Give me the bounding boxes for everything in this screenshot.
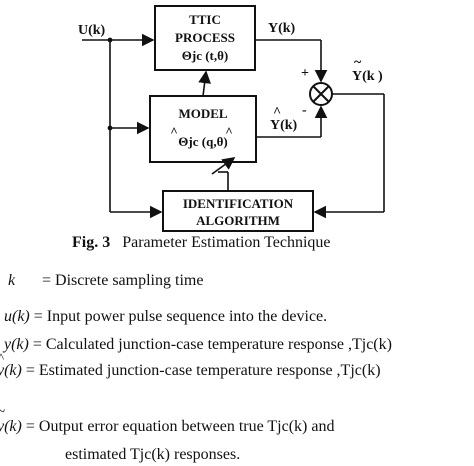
definition-symbol: k [8, 272, 16, 289]
block-diagram: TTIC PROCESS Θjc (t,θ) MODEL Θjc (q,θ) ^… [78, 5, 385, 232]
definition-item: y(k) = Calculated junction-case temperat… [4, 336, 392, 354]
parameter-update-arrow [211, 157, 236, 175]
definition-symbol: u(k) [4, 308, 30, 325]
definition-item: y(k) = Estimated junction-case temperatu… [0, 350, 381, 380]
definition-item: y(k) = Output error equation between tru… [0, 404, 335, 436]
model-to-process-link [198, 70, 211, 97]
definition-text: = Input power pulse sequence into the de… [33, 308, 328, 325]
process-block [154, 5, 256, 71]
definition-text: estimated Tjc(k) responses. [65, 446, 241, 463]
identification-block-title: IDENTIFICATION [183, 196, 294, 211]
input-signal-label: U(k) [78, 23, 106, 38]
process-block-subtitle: PROCESS [175, 30, 235, 45]
model-block-function: Θjc (q,θ) [178, 134, 227, 149]
figure-title: Parameter Estimation Technique [122, 234, 331, 251]
definition-symbol: y(k) [4, 336, 29, 353]
definition-item: estimated Tjc(k) responses. [65, 446, 240, 464]
identification-block-subtitle: ALGORITHM [196, 213, 280, 228]
model-theta-hat-2: ^ [225, 124, 233, 139]
model-block-title: MODEL [178, 106, 227, 121]
definition-text: = Estimated junction-case temperature re… [25, 362, 381, 379]
error-signal-label: Y(k ) [352, 69, 383, 84]
process-block-title: TTIC [189, 12, 221, 27]
model-output-label: Y(k) [270, 118, 298, 133]
process-block-function: Θjc (t,θ) [182, 48, 228, 63]
definition-text: = Calculated junction-case temperature r… [32, 336, 392, 353]
identification-block [162, 190, 314, 232]
error-signal-tilde: ~ [354, 55, 362, 70]
output-signal-label: Y(k) [268, 21, 296, 36]
definition-text: = Discrete sampling time [42, 272, 204, 289]
definition-symbol: y(k) [0, 350, 22, 380]
definition-symbol: y(k) [0, 404, 22, 436]
minus-sign: - [302, 103, 307, 118]
model-theta-hat: ^ [170, 124, 178, 139]
definition-text: = Output error equation between true Tjc… [25, 418, 335, 435]
definition-item: u(k) = Input power pulse sequence into t… [4, 308, 327, 326]
figure-caption: Fig. 3 Parameter Estimation Technique [72, 234, 331, 252]
figure-number: Fig. 3 [72, 234, 111, 251]
definition-item: k = Discrete sampling time [8, 272, 203, 290]
model-output-hat: ^ [273, 105, 281, 120]
plus-sign: + [301, 66, 309, 81]
